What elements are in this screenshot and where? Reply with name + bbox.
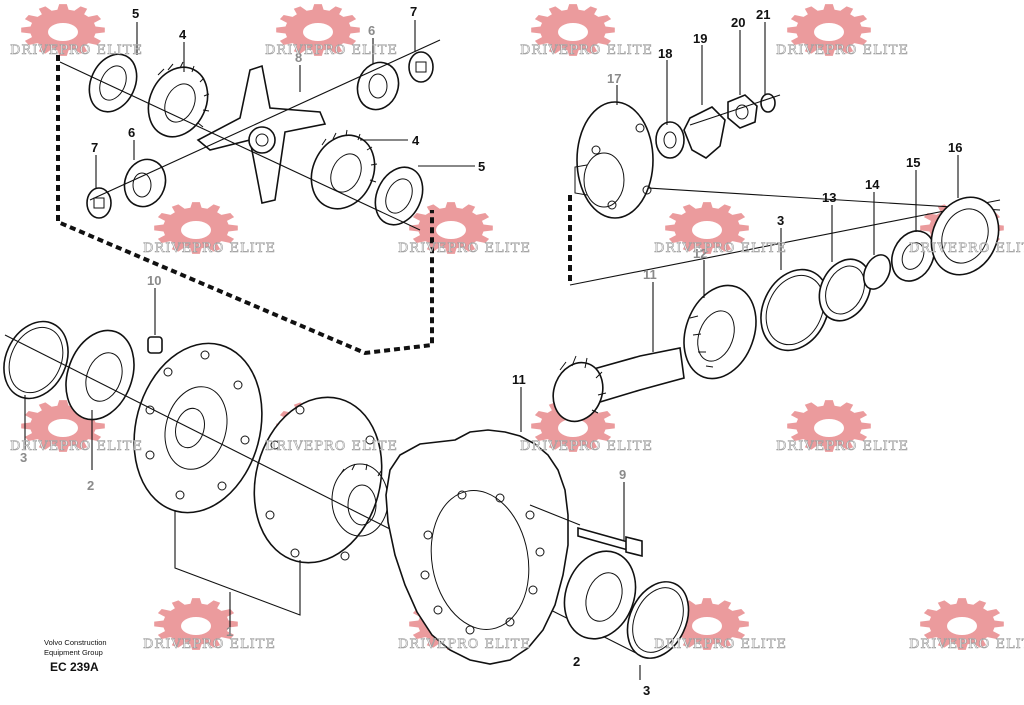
watermark-gear-emblem [787, 4, 871, 56]
callout-5-lower: 5 [478, 159, 485, 174]
callout-15: 15 [906, 155, 920, 170]
watermark-text: DRIVEPRO ELITE [654, 637, 787, 652]
watermark-texts: DRIVEPRO ELITE DRIVEPRO ELITE DRIVEPRO E… [10, 43, 1024, 653]
pinion-flange-assembly [568, 93, 1001, 286]
callout-10: 10 [147, 273, 161, 288]
watermark-text: DRIVEPRO ELITE [909, 241, 1024, 256]
callout-18: 18 [658, 46, 672, 61]
watermark-gear-emblem [154, 598, 238, 650]
watermark-text: DRIVEPRO ELITE [776, 439, 909, 454]
pinion-gear-6-lower [123, 158, 167, 208]
washer-18 [655, 121, 685, 159]
watermark-gear-emblem [787, 400, 871, 452]
bearing-cup-16 [930, 196, 1000, 276]
callout-7-right: 7 [410, 4, 417, 19]
shim-3-left [3, 320, 69, 400]
callout-21: 21 [756, 7, 770, 22]
watermark-gear-emblem [665, 202, 749, 254]
watermark-gear-emblem [21, 4, 105, 56]
watermark-text: DRIVEPRO ELITE [10, 439, 143, 454]
ring-gear-bolt-9 [577, 526, 629, 552]
callout-3-pinion: 3 [777, 213, 784, 228]
callout-11-ring: 11 [512, 372, 526, 387]
shim-14 [862, 254, 892, 290]
drive-pinion-assembly [552, 196, 1000, 423]
callout-14: 14 [865, 177, 880, 192]
callout-5-upper: 5 [132, 6, 139, 21]
pinion-gear-6-upper [356, 61, 400, 111]
callout-3-right: 3 [643, 683, 650, 698]
tapered-bearing-15 [891, 230, 935, 282]
callout-labels: 5 4 6 7 8 7 6 4 5 17 18 19 20 21 16 15 1… [20, 4, 962, 698]
watermark-text: DRIVEPRO ELITE [520, 43, 653, 58]
callout-3-left: 3 [20, 450, 27, 465]
companion-flange-17 [576, 101, 654, 219]
assembly-dashed-boundary [56, 55, 434, 356]
washer-7-upper [408, 51, 434, 83]
callout-1: 1 [226, 624, 233, 639]
side-gear-4-upper [147, 66, 209, 138]
watermark-gear-emblem [531, 4, 615, 56]
differential-spider-assembly [56, 39, 441, 356]
washer-7-lower [86, 187, 112, 219]
tapered-bearing-12 [683, 284, 757, 380]
callout-9: 9 [619, 467, 626, 482]
callout-4-lower: 4 [412, 133, 420, 148]
thrust-washer-5-lower [374, 166, 424, 226]
watermark-gear-emblem [154, 202, 238, 254]
watermark-gear-emblem [276, 4, 360, 56]
callout-4-upper: 4 [179, 27, 187, 42]
circlip-21 [760, 93, 776, 113]
watermark-text: DRIVEPRO ELITE [143, 637, 276, 652]
watermark-text: DRIVEPRO ELITE [10, 43, 143, 58]
lock-plate-19 [683, 106, 726, 159]
watermark-text: DRIVEPRO ELITE [654, 241, 787, 256]
differential-case-assembly [3, 320, 641, 656]
nut-20 [727, 94, 758, 129]
watermark-text: DRIVEPRO ELITE [265, 439, 398, 454]
callout-11-pinion: 11 [643, 267, 657, 282]
credit-line-1: Volvo Construction [44, 638, 107, 647]
callout-2-left: 2 [87, 478, 94, 493]
watermark-text: DRIVEPRO ELITE [143, 241, 276, 256]
watermark-text: DRIVEPRO ELITE [398, 241, 531, 256]
callout-6-right: 6 [368, 23, 375, 38]
differential-case-half-right [253, 396, 383, 564]
differential-case-half-left [133, 342, 263, 514]
callout-7-left: 7 [91, 140, 98, 155]
drawing-code: EC 239A [50, 660, 99, 674]
callout-19: 19 [693, 31, 707, 46]
callout-8: 8 [295, 50, 302, 65]
callout-16: 16 [948, 140, 962, 155]
watermark-gear-emblem [531, 400, 615, 452]
tapered-bearing-2-left [65, 329, 135, 421]
ring-gear-bolt-holes [420, 490, 545, 635]
credit-line-2: Equipment Group [44, 648, 103, 657]
callout-17: 17 [607, 71, 621, 86]
thrust-washer-5-upper [88, 53, 138, 113]
callout-2-right: 2 [573, 654, 580, 669]
callout-20: 20 [731, 15, 745, 30]
watermark-text: DRIVEPRO ELITE [265, 43, 398, 58]
watermark-text: DRIVEPRO ELITE [909, 637, 1024, 652]
callout-13: 13 [822, 190, 836, 205]
side-gear-4-lower [310, 134, 376, 210]
callout-6-left: 6 [128, 125, 135, 140]
shim-3-pinion [760, 268, 830, 352]
tapered-bearing-2-right [563, 550, 637, 640]
leader-lines [95, 20, 959, 540]
ring-gear-assembly [385, 429, 690, 680]
bolt-10 [147, 336, 163, 354]
watermark-text: DRIVEPRO ELITE [398, 637, 531, 652]
watermark-text: DRIVEPRO ELITE [520, 439, 653, 454]
watermark-text: DRIVEPRO ELITE [776, 43, 909, 58]
watermark-gear-emblem [920, 598, 1004, 650]
publisher-credit: Volvo Construction Equipment Group EC 23… [44, 638, 107, 674]
callout-12: 12 [693, 246, 707, 261]
spacer-13 [818, 258, 872, 322]
ring-gear-11 [385, 429, 569, 665]
